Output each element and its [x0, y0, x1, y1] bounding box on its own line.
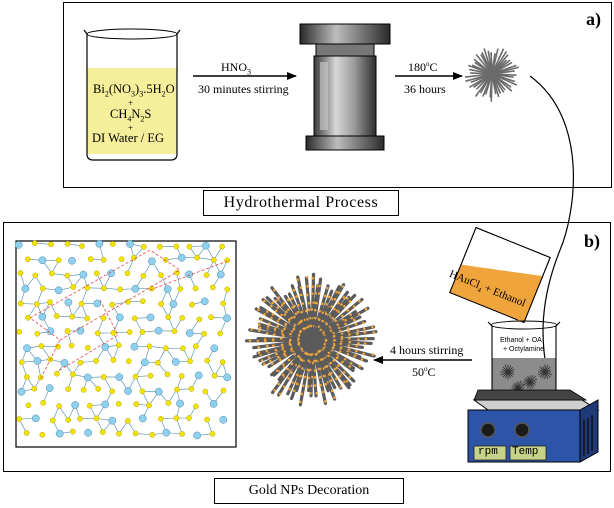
reaction-solvent-line2: + Octylamine — [503, 346, 545, 353]
panel-b-label: b) — [583, 231, 600, 251]
precursor-solvent: DI Water / EG — [92, 131, 165, 145]
precursor-plus-1: + — [128, 98, 134, 108]
reaction-solvent-line1: Ethanol + OA — [500, 337, 542, 344]
step2-duration: 36 hours — [404, 82, 446, 96]
gold-decorated-nanostructure-icon — [244, 272, 378, 407]
crystal-lattice — [14, 239, 232, 440]
hotplate-stirrer — [467, 389, 600, 463]
step2-temperature: 180oC — [408, 60, 438, 74]
autoclave-icon — [299, 23, 391, 151]
bi2s3-nanostructure-icon — [465, 48, 520, 102]
step1-reagent: HNO3 — [221, 60, 251, 77]
rpm-display: rpm — [478, 446, 498, 458]
step3-condition: 4 hours stirring — [390, 343, 464, 357]
temp-knob — [514, 422, 530, 438]
transfer-arrow — [529, 75, 574, 377]
drops — [517, 302, 523, 322]
hydrothermal-process-caption: Hydrothermal Process — [203, 190, 399, 216]
precursor-bismuth-nitrate: Bi2(NO3)3.5H2O — [93, 82, 175, 99]
rpm-knob — [480, 422, 496, 438]
precursor-beaker — [83, 28, 181, 161]
panel-a-label: a) — [586, 9, 601, 29]
crystal-structure-panel — [14, 239, 237, 448]
reaction-beaker — [487, 320, 561, 400]
precursor-plus-2: + — [128, 123, 134, 133]
precursor-thiourea: CH4N2S — [110, 107, 152, 124]
step1-condition: 30 minutes stirring — [198, 82, 289, 96]
temp-display: Temp — [512, 446, 539, 458]
gold-nps-decoration-caption: Gold NPs Decoration — [214, 478, 404, 504]
step3-temperature: 50oC — [412, 365, 436, 379]
